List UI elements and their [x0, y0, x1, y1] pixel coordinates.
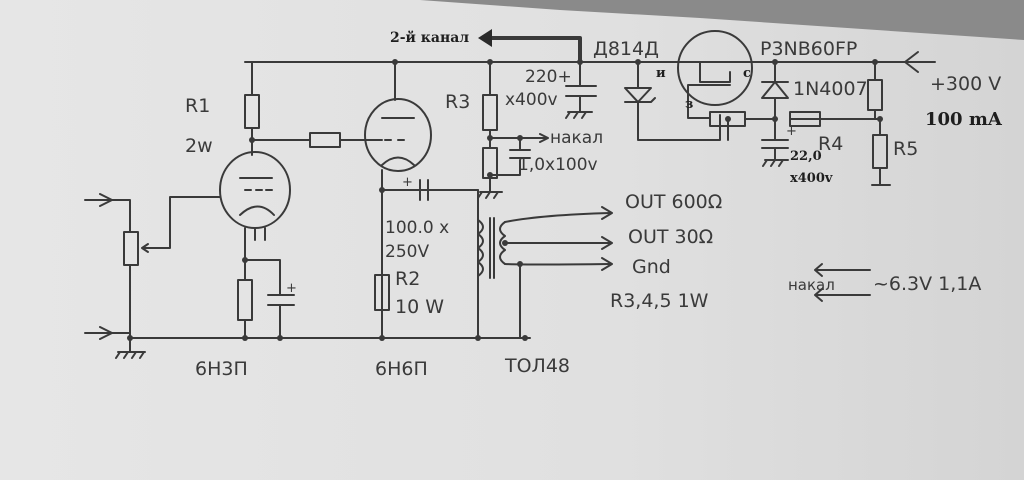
label-cap-heater: 1,0x100v [518, 155, 598, 175]
label-transformer: ТОЛ48 [504, 355, 570, 377]
ground-rail [115, 335, 531, 359]
label-r1: R1 [185, 95, 210, 117]
label-cap-main-value: 220+ [525, 67, 572, 87]
label-r2: R2 [395, 268, 420, 290]
svg-text:+: + [286, 281, 297, 296]
tube-6n6p: + [364, 61, 479, 339]
power-rail [244, 51, 936, 73]
label-tube2: 6Н6П [375, 358, 428, 380]
label-source: и [656, 66, 666, 81]
resistors-r4-r5 [789, 61, 891, 186]
background-surface [420, 0, 1024, 40]
capacitor-220 [565, 61, 597, 119]
label-heater: накал [788, 276, 835, 294]
label-diode: 1N4007 [793, 78, 868, 100]
label-supply-voltage: +300 V [930, 73, 1001, 95]
label-out-600: OUT 600Ω [625, 191, 722, 213]
label-mosfet: P3NB60FP [760, 38, 857, 60]
label-r5: R5 [893, 138, 918, 160]
label-heater-tap: накал [550, 128, 603, 148]
label-cap-main-voltage: x400v [505, 90, 558, 110]
label-r3: R3 [445, 91, 470, 113]
heater-arrows [814, 263, 871, 302]
resistor-r1 [244, 61, 383, 156]
label-gate: з [685, 97, 693, 112]
label-cap-filter-value: 22,0 [790, 149, 822, 164]
transformer-tol48 [477, 206, 613, 339]
label-channel2: 2-й канал [390, 29, 469, 46]
label-gnd: Gnd [632, 256, 671, 278]
label-cap-cathode-value: 100.0 x [385, 218, 449, 238]
diode-1n4007: + [761, 61, 797, 167]
label-r2-power: 10 W [395, 296, 444, 318]
label-supply-current: 100 mA [925, 109, 1003, 130]
label-cap-cathode-voltage: 250V [385, 242, 429, 262]
zener-diode [624, 61, 721, 141]
resistor-r3 [477, 61, 549, 199]
label-r1-power: 2w [185, 135, 213, 157]
label-tube1: 6Н3П [195, 358, 248, 380]
label-resistor-power: R3,4,5 1W [610, 290, 709, 312]
label-r4: R4 [818, 133, 843, 155]
cathode-network-1: + [237, 259, 297, 339]
label-cap-filter-voltage: x400v [790, 171, 833, 186]
label-drain: с [743, 66, 751, 81]
label-heater-supply: ~6.3V 1,1A [873, 273, 981, 295]
label-zener: Д814Д [593, 38, 659, 60]
input-potentiometer [84, 193, 171, 340]
channel2-wire [483, 36, 582, 64]
tube-6n3p [169, 151, 291, 296]
svg-text:+: + [786, 124, 797, 139]
arrow-icon [478, 29, 492, 47]
label-out-30: OUT 30Ω [628, 226, 713, 248]
svg-text:+: + [402, 175, 413, 190]
